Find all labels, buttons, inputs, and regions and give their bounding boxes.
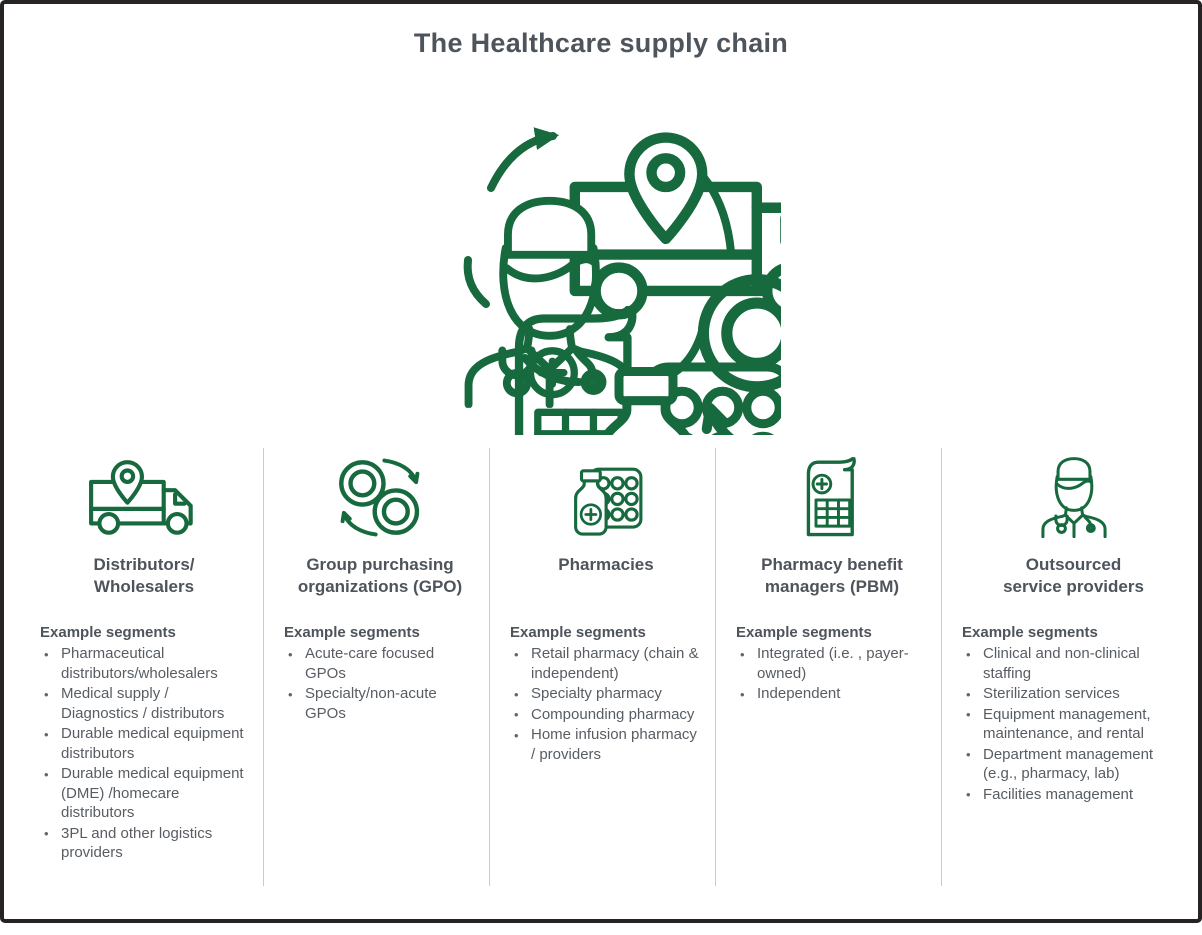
- cycle-arrow-clinician-to-truck: [487, 127, 560, 192]
- segment-item: Durable medical equipment (DME) /homecar…: [40, 764, 248, 823]
- benefit-document-icon: [736, 448, 928, 538]
- column-pharmacies: Pharmacies Example segments Retail pharm…: [489, 448, 715, 886]
- segment-item: Independent: [736, 684, 928, 703]
- delivery-truck-icon: [40, 448, 248, 538]
- column-gpo: Group purchasing organizations (GPO) Exa…: [263, 448, 489, 886]
- column-title: Outsourced service providers: [1003, 555, 1144, 596]
- column-title: Pharmacy benefit managers (PBM): [761, 555, 903, 596]
- segments-heading: Example segments: [962, 624, 1098, 641]
- segment-item: Specialty pharmacy: [510, 684, 702, 703]
- segment-item: Retail pharmacy (chain & independent): [510, 644, 702, 683]
- cycle-svg: [463, 127, 781, 435]
- segments-heading: Example segments: [736, 624, 872, 641]
- segment-columns: Distributors/ Wholesalers Example segmen…: [4, 448, 1198, 886]
- column-outsourced-service-providers: Outsourced service providers Example seg…: [941, 448, 1198, 886]
- cycle-arc-clinician-to-document: [463, 256, 490, 308]
- segment-item: Equipment management, maintenance, and r…: [962, 705, 1185, 744]
- segment-item: Clinical and non-clinical staffing: [962, 644, 1185, 683]
- segments-list: Retail pharmacy (chain & independent)Spe…: [510, 644, 702, 764]
- delivery-truck-icon: [575, 138, 781, 315]
- column-title: Pharmacies: [558, 555, 654, 574]
- segments-heading: Example segments: [284, 624, 420, 641]
- segment-item: Durable medical equipment distributors: [40, 724, 248, 763]
- segment-item: Medical supply / Diagnostics / distribut…: [40, 684, 248, 723]
- segment-item: Acute-care focused GPOs: [284, 644, 476, 683]
- segments-heading: Example segments: [510, 624, 646, 641]
- segment-item: Integrated (i.e. , payer-owned): [736, 644, 928, 683]
- medicine-bottle-blister-icon: [602, 367, 781, 435]
- segment-item: Department management (e.g., pharmacy, l…: [962, 745, 1185, 784]
- clinician-icon: [962, 448, 1185, 538]
- segments-list: Integrated (i.e. , payer-owned)Independe…: [736, 644, 928, 704]
- column-title: Group purchasing organizations (GPO): [297, 555, 463, 596]
- supply-chain-cycle-diagram: [421, 90, 781, 435]
- segment-item: 3PL and other logistics providers: [40, 824, 248, 863]
- segment-item: Pharmaceutical distributors/wholesalers: [40, 644, 248, 683]
- segment-item: Home infusion pharmacy / providers: [510, 725, 702, 764]
- column-pbm: Pharmacy benefit managers (PBM) Example …: [715, 448, 941, 886]
- segment-item: Specialty/non-acute GPOs: [284, 684, 476, 723]
- segments-heading: Example segments: [40, 624, 176, 641]
- segment-item: Facilities management: [962, 785, 1185, 804]
- segments-list: Pharmaceutical distributors/wholesalersM…: [40, 644, 248, 863]
- circulating-rings-icon: [284, 448, 476, 538]
- page-title: The Healthcare supply chain: [413, 28, 789, 58]
- medicine-bottle-blister-icon: [510, 448, 702, 538]
- segment-item: Compounding pharmacy: [510, 705, 702, 724]
- segments-list: Clinical and non-clinical staffingSteril…: [962, 644, 1185, 805]
- segments-list: Acute-care focused GPOsSpecialty/non-acu…: [284, 644, 476, 723]
- column-title: Distributors/ Wholesalers: [93, 555, 195, 596]
- column-distributors-wholesalers: Distributors/ Wholesalers Example segmen…: [4, 448, 263, 886]
- segment-item: Sterilization services: [962, 684, 1185, 703]
